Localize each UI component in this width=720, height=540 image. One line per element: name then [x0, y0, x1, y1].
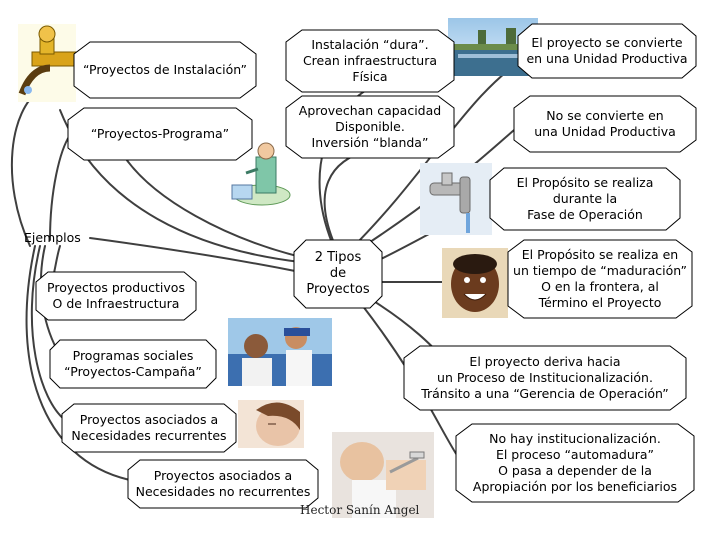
center-node[interactable]: 2 Tipos de Proyectos	[306, 250, 370, 297]
injection-photo	[332, 432, 434, 518]
node-recurrentes[interactable]: Proyectos asociados a Necesidades recurr…	[71, 412, 227, 443]
node-capacidad-disponible[interactable]: Aprovechan capacidad Disponible. Inversi…	[298, 103, 442, 150]
shape-capacidad	[285, 95, 455, 159]
link-ejemplos	[89, 237, 301, 273]
shape-center	[293, 239, 383, 309]
author-credit: Hector Sanín Angel	[300, 503, 420, 517]
shape-sociales	[49, 339, 217, 389]
node-no-recurrentes[interactable]: Proyectos asociados a Necesidades no rec…	[135, 468, 311, 499]
shape-proyectos-programa	[67, 107, 253, 161]
link-left-arc	[10, 89, 41, 247]
shape-no-recurrentes	[127, 459, 319, 509]
shape-instalacion-dura	[285, 29, 455, 93]
node-maduracion[interactable]: El Propósito se realiza en un tiempo de …	[513, 247, 687, 310]
link-programa	[49, 134, 71, 241]
water-tap-photo	[420, 163, 492, 235]
link-programa-top	[119, 149, 306, 259]
node-unidad-productiva[interactable]: El proyecto se convierte en una Unidad P…	[526, 35, 688, 66]
shape-unidad-productiva	[517, 23, 697, 79]
vaccination-photo	[228, 318, 332, 386]
shape-proyectos-instalacion	[73, 41, 257, 99]
shape-maduracion	[507, 239, 693, 319]
woman-face-photo	[238, 400, 304, 448]
link-capacidad	[323, 149, 371, 251]
shape-productivos	[35, 271, 197, 321]
node-shapes	[35, 23, 697, 509]
node-no-unidad-productiva[interactable]: No se convierte en una Unidad Productiva	[534, 108, 676, 139]
shape-recurrentes	[61, 403, 237, 453]
node-instalacion-dura[interactable]: Instalación “dura”. Crean infraestructur…	[302, 37, 438, 84]
shape-no-unidad	[513, 95, 697, 153]
node-fase-operacion[interactable]: El Propósito se realiza durante la Fase …	[516, 175, 654, 222]
hydro-dam-photo	[448, 18, 538, 76]
node-proyectos-instalacion[interactable]: “Proyectos de Instalación”	[82, 62, 248, 77]
shape-fase-operacion	[489, 167, 681, 231]
node-institucionalizacion[interactable]: El proyecto deriva hacia un Proceso de I…	[421, 354, 669, 401]
shape-institucionalizacion	[403, 345, 687, 411]
node-sociales[interactable]: Programas sociales “Proyectos-Campaña”	[64, 348, 202, 379]
node-proyectos-programa[interactable]: “Proyectos-Programa”	[90, 126, 230, 141]
link-recurrentes	[30, 245, 66, 421]
shape-automadura	[455, 423, 695, 503]
node-automadura[interactable]: No hay institucionalización. El proceso …	[472, 431, 678, 494]
smiling-child-photo	[442, 248, 508, 318]
link-no-recurrentes	[25, 245, 131, 481]
examples-label[interactable]: Ejemplos	[24, 230, 81, 245]
node-productivos[interactable]: Proyectos productivos O de Infraestructu…	[47, 280, 185, 311]
faucet-pipe-icon	[18, 24, 77, 102]
